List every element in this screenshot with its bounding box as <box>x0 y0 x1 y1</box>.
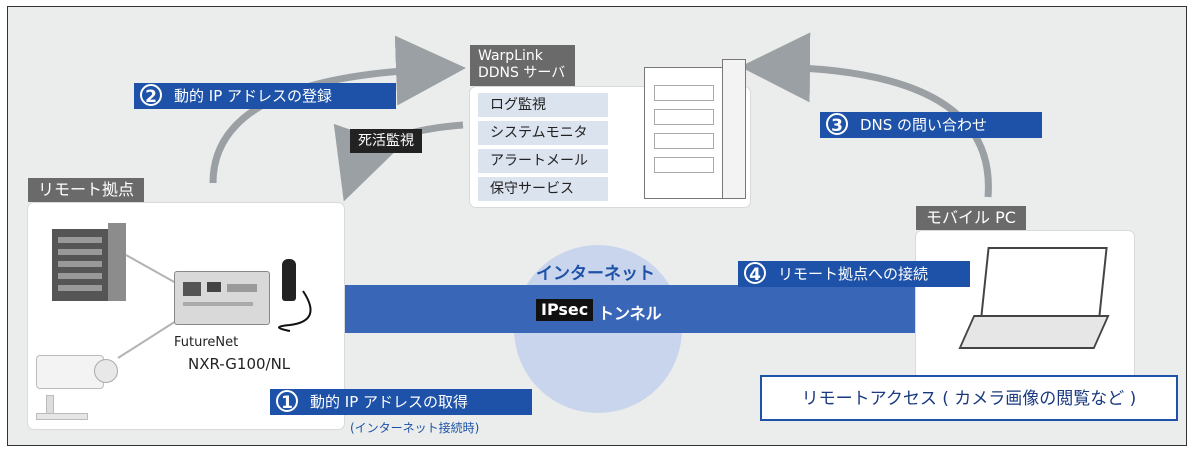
step-1-number: 1 <box>276 390 298 413</box>
step-1-text: 動的 IP アドレスの取得 <box>310 393 469 411</box>
service-item: ログ監視 <box>478 93 608 117</box>
step-3-text: DNS の問い合わせ <box>860 116 988 134</box>
service-item: システムモニタ <box>478 121 608 145</box>
ipsec-tunnel <box>344 285 922 333</box>
remote-access-box: リモートアクセス ( カメラ画像の閲覧など ) <box>760 375 1178 421</box>
antenna-icon <box>282 259 296 301</box>
device-name-line1: FutureNet <box>174 335 239 350</box>
arrow-dns-query <box>740 32 992 198</box>
router-device-icon <box>174 271 270 325</box>
step-1-subtext: (インターネット接続時) <box>350 421 480 435</box>
device-name-line2: NXR-G100/NL <box>188 355 291 373</box>
step-4-text: リモート拠点への接続 <box>778 265 929 283</box>
laptop-icon <box>958 247 1114 357</box>
service-item: 保守サービス <box>478 177 608 201</box>
tunnel-label: トンネル <box>598 304 662 323</box>
remote-site-graphics <box>117 254 312 359</box>
mobile-pc-panel <box>916 231 1134 379</box>
step-2-label: 2 動的 IP アドレスの登録 <box>134 83 396 109</box>
ipsec-badge: IPsec <box>536 299 594 321</box>
step-2-text: 動的 IP アドレスの登録 <box>174 87 333 105</box>
server-title: WarpLink DDNS サーバ <box>470 45 576 86</box>
step-1-label: 1 動的 IP アドレスの取得 <box>270 389 532 415</box>
step-4-number: 4 <box>744 262 766 285</box>
ddns-server-icon <box>644 59 746 199</box>
step-4-label: 4 リモート拠点への接続 <box>738 261 970 287</box>
step-3-label: 3 DNS の問い合わせ <box>820 112 1042 138</box>
camera-icon <box>32 351 128 421</box>
step-3-number: 3 <box>826 113 848 136</box>
server-title-line2: DDNS サーバ <box>478 65 566 81</box>
remote-site-title: リモート拠点 <box>28 178 145 202</box>
server-tower-icon <box>52 223 126 301</box>
server-title-line1: WarpLink <box>478 48 543 64</box>
diagram-frame: FutureNet NXR-G100/NL リモート拠点 ログ監視 システムモニ… <box>7 6 1187 446</box>
mobile-pc-title: モバイル PC <box>916 206 1026 230</box>
alive-monitor-label: 死活監視 <box>350 129 422 153</box>
step-2-number: 2 <box>140 84 162 107</box>
service-item: アラートメール <box>478 149 608 173</box>
internet-label: インターネット <box>536 264 655 284</box>
